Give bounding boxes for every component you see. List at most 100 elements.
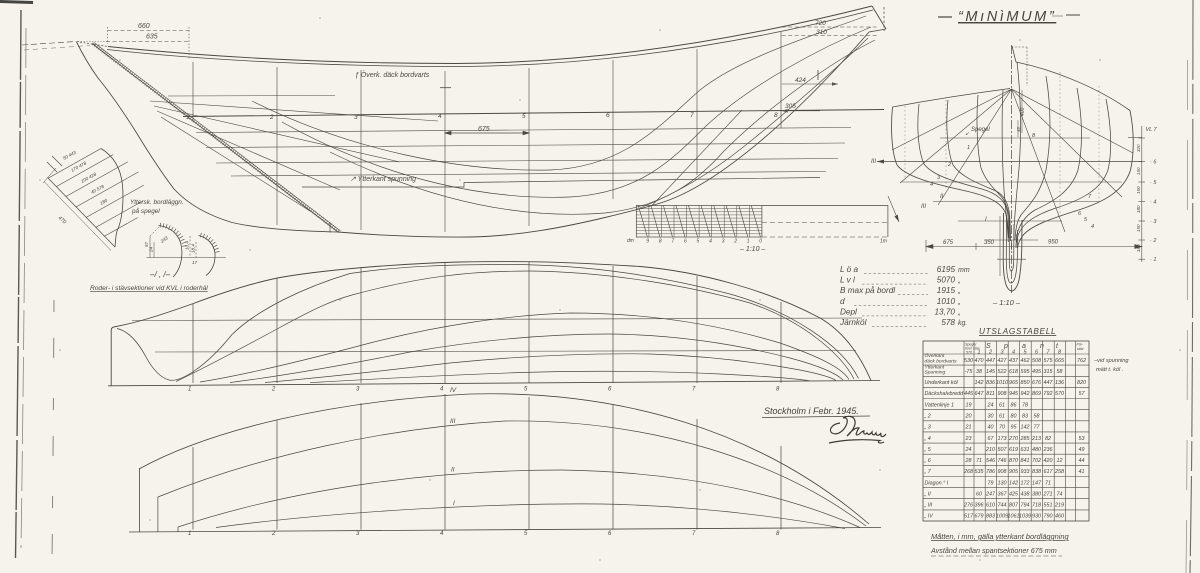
svg-text:61: 61 — [999, 414, 1005, 420]
svg-text:142: 142 — [1021, 425, 1030, 431]
svg-text:–vid spunning: –vid spunning — [1093, 358, 1129, 364]
svg-text:82: 82 — [1045, 436, 1051, 442]
svg-text:50 443: 50 443 — [62, 150, 77, 161]
svg-text:↙: ↙ — [965, 131, 970, 137]
svg-text:· 2: · 2 — [1150, 238, 1156, 244]
svg-text:838: 838 — [1032, 469, 1041, 475]
svg-text:1009: 1009 — [996, 514, 1008, 520]
svg-text:Avstånd mellan spantsektioner: Avstånd mellan spantsektioner 675 mm — [930, 546, 1057, 555]
svg-text:1039: 1039 — [1019, 514, 1031, 520]
svg-text:7: 7 — [671, 239, 674, 245]
svg-text:305: 305 — [785, 103, 796, 110]
svg-text:71: 71 — [1045, 480, 1051, 486]
svg-text:315: 315 — [1044, 369, 1054, 375]
svg-text:„: „ — [957, 299, 960, 306]
svg-text:40 578: 40 578 — [90, 184, 105, 195]
svg-text:460: 460 — [1055, 514, 1064, 520]
svg-text:21: 21 — [965, 425, 972, 431]
svg-text:III: III — [871, 159, 876, 165]
svg-text:950: 950 — [1048, 240, 1059, 246]
svg-text:4: 4 — [709, 239, 712, 245]
svg-text:595: 595 — [1021, 369, 1031, 375]
svg-text:5: 5 — [524, 531, 528, 537]
svg-text:424: 424 — [795, 77, 806, 84]
svg-text:447: 447 — [986, 358, 996, 364]
svg-text:77: 77 — [1034, 425, 1041, 431]
svg-text:Ytterkant: Ytterkant — [925, 364, 945, 370]
svg-text:78: 78 — [1022, 402, 1028, 408]
svg-text:3: 3 — [356, 531, 360, 537]
svg-text:870: 870 — [1009, 458, 1018, 464]
svg-text:350: 350 — [984, 240, 995, 246]
svg-text:219: 219 — [1054, 503, 1064, 509]
svg-text:180: 180 — [1136, 205, 1141, 213]
svg-text:792: 792 — [1044, 391, 1053, 397]
svg-text:3: 3 — [356, 387, 360, 393]
svg-text:762: 762 — [1077, 358, 1086, 364]
svg-text:142: 142 — [975, 380, 984, 386]
svg-text:470: 470 — [975, 358, 984, 364]
svg-text:945: 945 — [1009, 391, 1019, 397]
svg-text:7: 7 — [1088, 194, 1092, 200]
svg-text:2: 2 — [271, 531, 276, 537]
svg-text:276: 276 — [963, 503, 973, 509]
svg-text:445: 445 — [964, 391, 974, 397]
svg-text:142: 142 — [1009, 480, 1018, 486]
svg-text:236: 236 — [1043, 447, 1053, 453]
svg-text:618: 618 — [1009, 369, 1018, 375]
svg-text:2: 2 — [269, 114, 274, 121]
svg-text:675: 675 — [478, 126, 490, 133]
svg-text:1010: 1010 — [996, 380, 1008, 386]
svg-text:Stockholm i Febr. 1945.: Stockholm i Febr. 1945. — [764, 406, 859, 416]
svg-text:stäv: stäv — [1077, 347, 1084, 351]
svg-text:6: 6 — [608, 531, 612, 537]
svg-text:Överkant: Överkant — [925, 352, 945, 359]
svg-text:9: 9 — [646, 239, 649, 245]
svg-text:811: 811 — [986, 391, 995, 397]
svg-text:4: 4 — [930, 182, 933, 188]
svg-text:23: 23 — [965, 436, 972, 442]
svg-text:„ II: „ II — [924, 491, 932, 497]
svg-text:86: 86 — [1011, 402, 1017, 408]
svg-text:480: 480 — [1032, 447, 1041, 453]
svg-text:Yttersk. bordläggn.: Yttersk. bordläggn. — [130, 199, 184, 206]
svg-text:L v l: L v l — [840, 276, 855, 285]
svg-text:40: 40 — [988, 425, 994, 431]
svg-text:· 5: · 5 — [1150, 180, 1157, 186]
svg-text:150: 150 — [1136, 224, 1141, 232]
svg-text:på spegel: på spegel — [131, 207, 160, 215]
svg-text:647: 647 — [975, 391, 985, 397]
svg-text:2: 2 — [271, 387, 276, 393]
svg-text:820: 820 — [1077, 380, 1086, 386]
svg-text:8: 8 — [774, 112, 778, 119]
svg-text:„: „ — [957, 288, 960, 295]
svg-text:· 1: · 1 — [1150, 257, 1156, 263]
svg-text:8: 8 — [1058, 350, 1062, 356]
svg-text:ƒ Överk. däck bordvarts: ƒ Överk. däck bordvarts — [355, 71, 430, 79]
svg-text:58: 58 — [1034, 414, 1040, 420]
svg-text:676: 676 — [1032, 380, 1041, 386]
svg-text:dm: dm — [627, 238, 634, 244]
svg-text:· 4: · 4 — [1150, 200, 1156, 206]
svg-text:570: 570 — [966, 351, 972, 355]
svg-text:„ III: „ III — [924, 503, 933, 509]
svg-text:„ 5: „ 5 — [924, 447, 932, 453]
svg-text:38: 38 — [976, 369, 982, 375]
svg-text:Måtten, i mm, gälla ytterkant: Måtten, i mm, gälla ytterkant bordläggni… — [931, 532, 1070, 541]
svg-text:427: 427 — [998, 358, 1008, 364]
svg-text:631: 631 — [1021, 447, 1030, 453]
svg-text:965: 965 — [1009, 380, 1019, 386]
svg-text:12: 12 — [1057, 458, 1063, 464]
svg-text:367: 367 — [998, 491, 1008, 497]
svg-text:720: 720 — [815, 20, 826, 27]
svg-text:905: 905 — [1009, 469, 1019, 475]
svg-text:136: 136 — [1055, 380, 1064, 386]
svg-text:mätt t. köl .: mätt t. köl . — [1096, 367, 1123, 373]
svg-text:1: 1 — [188, 531, 191, 537]
svg-text:S: S — [986, 343, 991, 350]
svg-text:· 3: · 3 — [1150, 219, 1157, 225]
svg-text:702: 702 — [1032, 458, 1041, 464]
svg-text:258: 258 — [1054, 469, 1064, 475]
svg-text:145: 145 — [986, 369, 996, 375]
svg-text:507: 507 — [998, 447, 1008, 453]
